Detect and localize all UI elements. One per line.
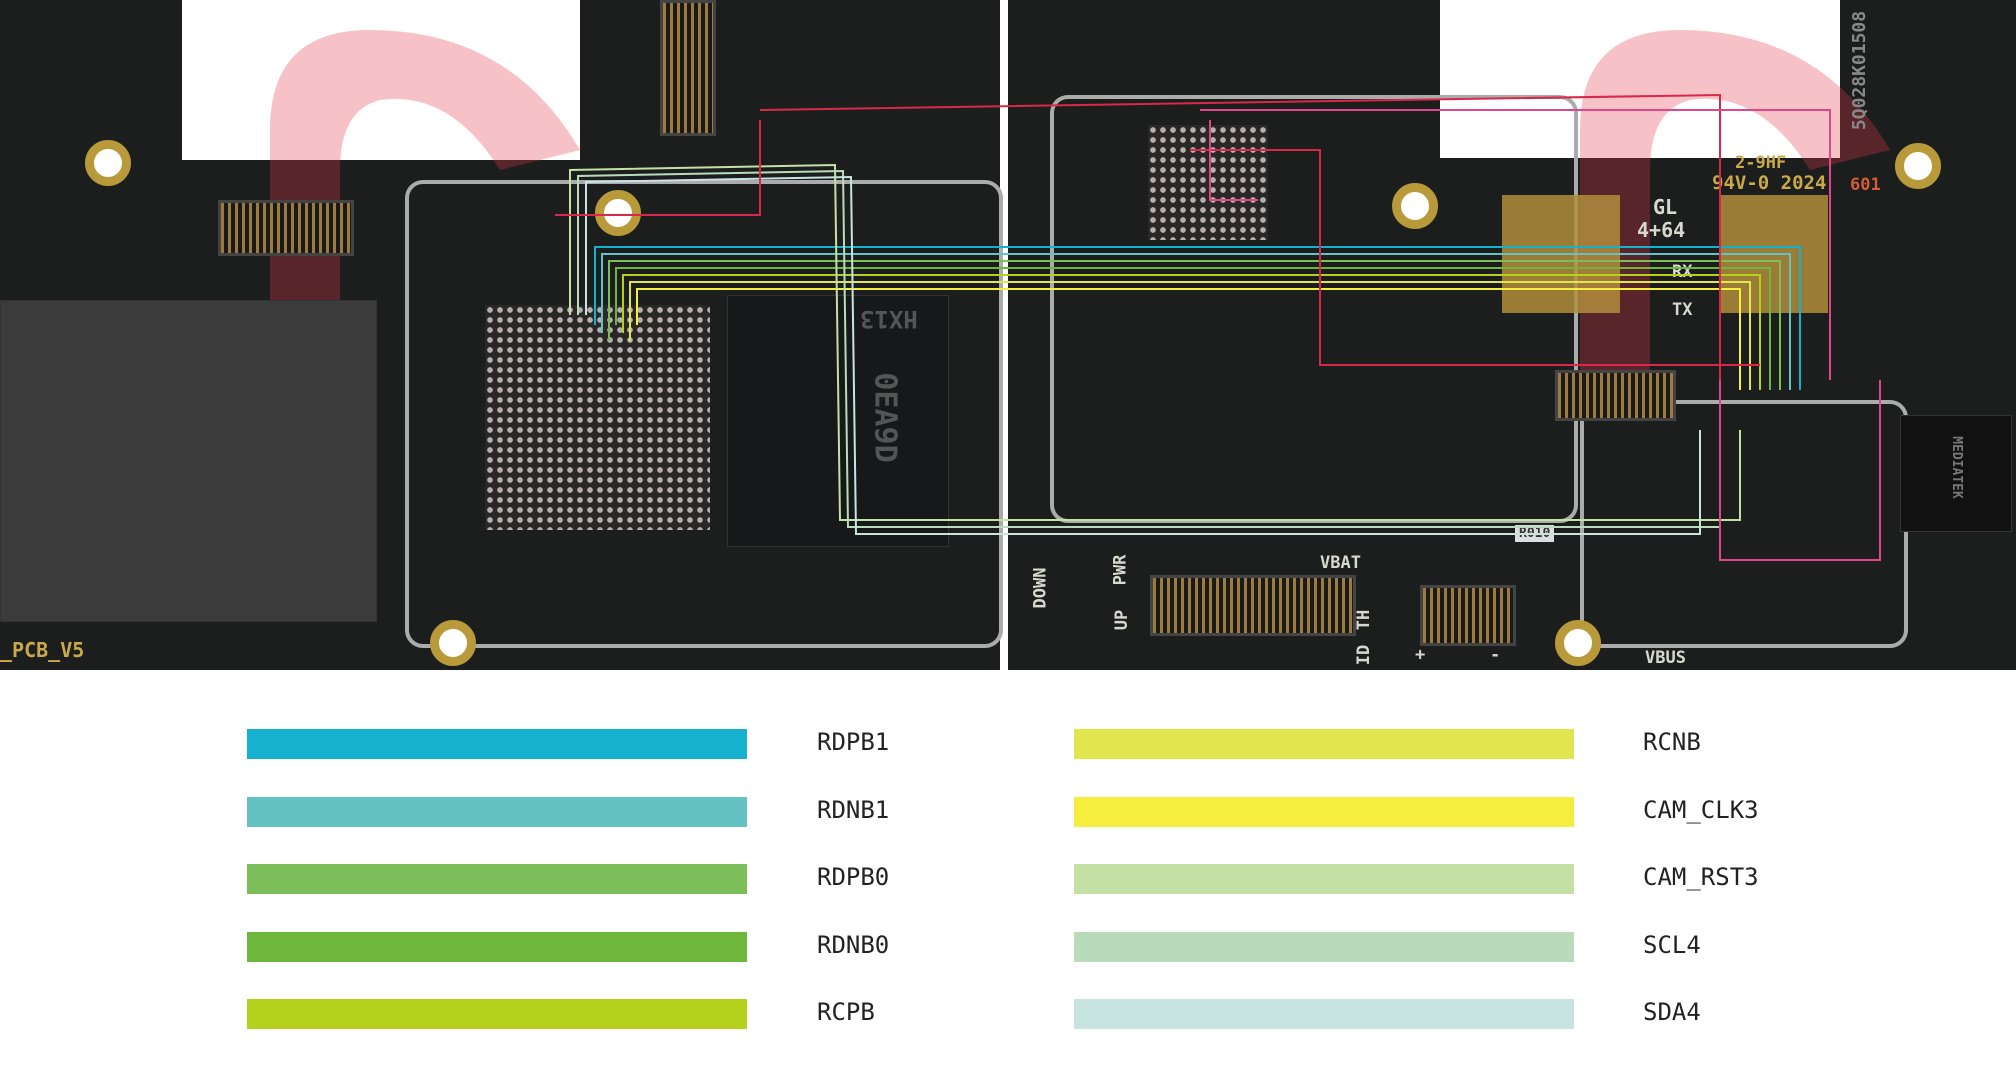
- camera-connector: [1555, 370, 1676, 421]
- soc-bga: [485, 305, 710, 530]
- legend-label: RCPB: [817, 998, 875, 1026]
- power-trace: [759, 93, 1721, 380]
- mount-hole: [1555, 620, 1601, 666]
- trace-rdpb1: [594, 246, 1801, 390]
- legend-label: SCL4: [1643, 930, 1701, 959]
- silk-vbus: VBUS: [1645, 648, 1686, 668]
- silk-gl: GL: [1653, 195, 1678, 219]
- trace-rdnb0: [615, 267, 1771, 390]
- watermark-logo: [270, 30, 580, 410]
- legend-label: RDNB1: [817, 795, 890, 824]
- legend-swatch-sda4: [1074, 999, 1574, 1029]
- silk-ul: 94V-0 2024: [1712, 172, 1827, 194]
- power-trace: [555, 120, 761, 216]
- mount-hole: [430, 620, 476, 666]
- trace-cam_rst3: [569, 163, 1741, 521]
- mediatek-chip: [1900, 415, 2012, 532]
- silk-minus: -: [1490, 645, 1501, 665]
- power-trace: [1200, 109, 1831, 380]
- legend-swatch-rcpb: [247, 999, 747, 1029]
- board-connector: [1420, 585, 1516, 646]
- silk-pcb: _PCB_V5: [0, 638, 85, 662]
- trace-rdpb0: [608, 260, 1781, 390]
- legend-label: RDNB0: [817, 930, 890, 959]
- silk-plus: +: [1415, 645, 1426, 665]
- pmic-bga: [1148, 125, 1268, 240]
- trace-rcpb: [622, 274, 1761, 390]
- signal-traces: [555, 93, 1881, 561]
- legend-label: CAM_RST3: [1643, 863, 1759, 891]
- watermark-logo: [1580, 30, 1890, 410]
- mount-hole: [595, 190, 641, 236]
- legend-swatch-cam_clk3: [1074, 796, 1574, 827]
- trace-rcnb: [629, 281, 1751, 390]
- power-trace: [1209, 120, 1258, 201]
- silk-mem: 4+64: [1637, 218, 1686, 242]
- mount-hole: [1895, 143, 1941, 189]
- board-cutout: [1440, 0, 1840, 158]
- silk-tx: TX: [1672, 300, 1693, 320]
- trace-scl4: [577, 169, 1721, 528]
- legend-swatch-rdpb1: [247, 729, 747, 759]
- board-cutout: [182, 0, 580, 160]
- trace-cam_clk3: [636, 288, 1741, 390]
- legend-label: RDPB1: [817, 728, 890, 756]
- legend-swatch-rdnb0: [247, 931, 747, 962]
- silk-hf: 2-9HF: [1735, 153, 1787, 173]
- legend-swatch-cam_rst3: [1074, 864, 1574, 894]
- legend-swatch-rcnb: [1074, 729, 1574, 759]
- board-connector: [218, 200, 354, 256]
- legend-label: SDA4: [1643, 998, 1701, 1026]
- sim-tray: [0, 300, 377, 622]
- silk-code: 601: [1850, 175, 1881, 195]
- legend-label: RDPB0: [817, 863, 890, 891]
- board-connector: [1150, 575, 1356, 636]
- silk-vbat: VBAT: [1320, 553, 1361, 573]
- trace-sda4: [585, 175, 1701, 535]
- legend-swatch-scl4: [1074, 931, 1574, 962]
- legend-label: RCNB: [1643, 728, 1701, 756]
- legend-swatch-rdnb1: [247, 796, 747, 827]
- board-connector: [660, 0, 716, 136]
- rf-shield: [405, 180, 1003, 648]
- trace-rdnb1: [601, 253, 1791, 390]
- legend-label: CAM_CLK3: [1643, 795, 1759, 824]
- legend-swatch-rdpb0: [247, 864, 747, 894]
- mount-hole: [1392, 183, 1438, 229]
- power-trace: [1190, 149, 1760, 366]
- power-trace: [1719, 380, 1881, 561]
- mount-hole: [85, 140, 131, 186]
